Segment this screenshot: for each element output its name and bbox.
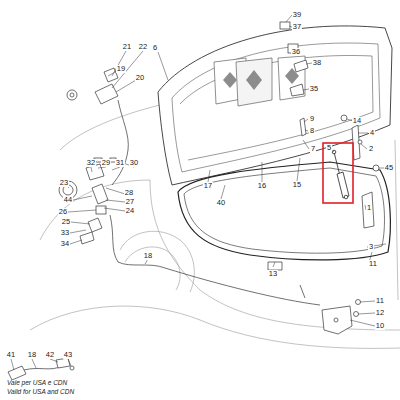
callout-number: 43	[63, 351, 73, 359]
callout-number: 39	[292, 11, 302, 19]
callout-number: 37	[292, 23, 302, 31]
callout-number: 42	[45, 351, 55, 359]
callout-number: 40	[216, 199, 226, 207]
callout-number: 13	[268, 270, 278, 278]
callout-number: 8	[309, 127, 315, 135]
callout-number: 28	[124, 189, 134, 197]
callout-number: 32	[86, 159, 96, 167]
callout-number: 34	[60, 240, 70, 248]
callout-number: 21	[122, 43, 132, 51]
callout-number: 5	[326, 144, 332, 152]
callout-number: 3	[368, 243, 374, 251]
callout-number: 25	[61, 218, 71, 226]
callout-number: 2	[368, 145, 374, 153]
callout-number: 12	[375, 309, 385, 317]
validity-note: Valid for USA and CDN	[6, 389, 75, 396]
validity-note: Vale per USA e CDN	[6, 380, 68, 387]
callout-number: 11	[368, 260, 378, 268]
callout-number: 45	[384, 164, 394, 172]
callout-number: 36	[291, 48, 301, 56]
callout-number: 31	[115, 159, 125, 167]
callout-number: 22	[138, 43, 148, 51]
callout-number: 17	[203, 182, 213, 190]
callout-number: 18	[27, 351, 37, 359]
callout-number: 6	[152, 44, 158, 52]
callout-number: 29	[101, 159, 111, 167]
callout-number: 16	[257, 182, 267, 190]
callout-number: 33	[60, 229, 70, 237]
callout-number: 19	[116, 65, 126, 73]
callout-number: 9	[309, 115, 315, 123]
callout-number: 23	[59, 179, 69, 187]
callout-number: 11	[375, 297, 385, 305]
callout-number: 27	[125, 198, 135, 206]
callout-number: 7	[310, 145, 316, 153]
callout-number: 35	[309, 85, 319, 93]
callout-number: 24	[125, 207, 135, 215]
callout-number: 20	[135, 74, 145, 82]
callout-number: 26	[58, 208, 68, 216]
callout-number: 44	[63, 196, 73, 204]
callout-number: 10	[375, 322, 385, 330]
callout-number: 38	[312, 59, 322, 67]
callout-number: 4	[369, 129, 375, 137]
callout-number: 41	[6, 351, 16, 359]
callout-number: 30	[129, 159, 139, 167]
callout-number: 14	[352, 117, 362, 125]
callout-number: 18	[143, 252, 153, 260]
callout-number: 15	[292, 181, 302, 189]
callout-number: 1	[366, 204, 372, 212]
